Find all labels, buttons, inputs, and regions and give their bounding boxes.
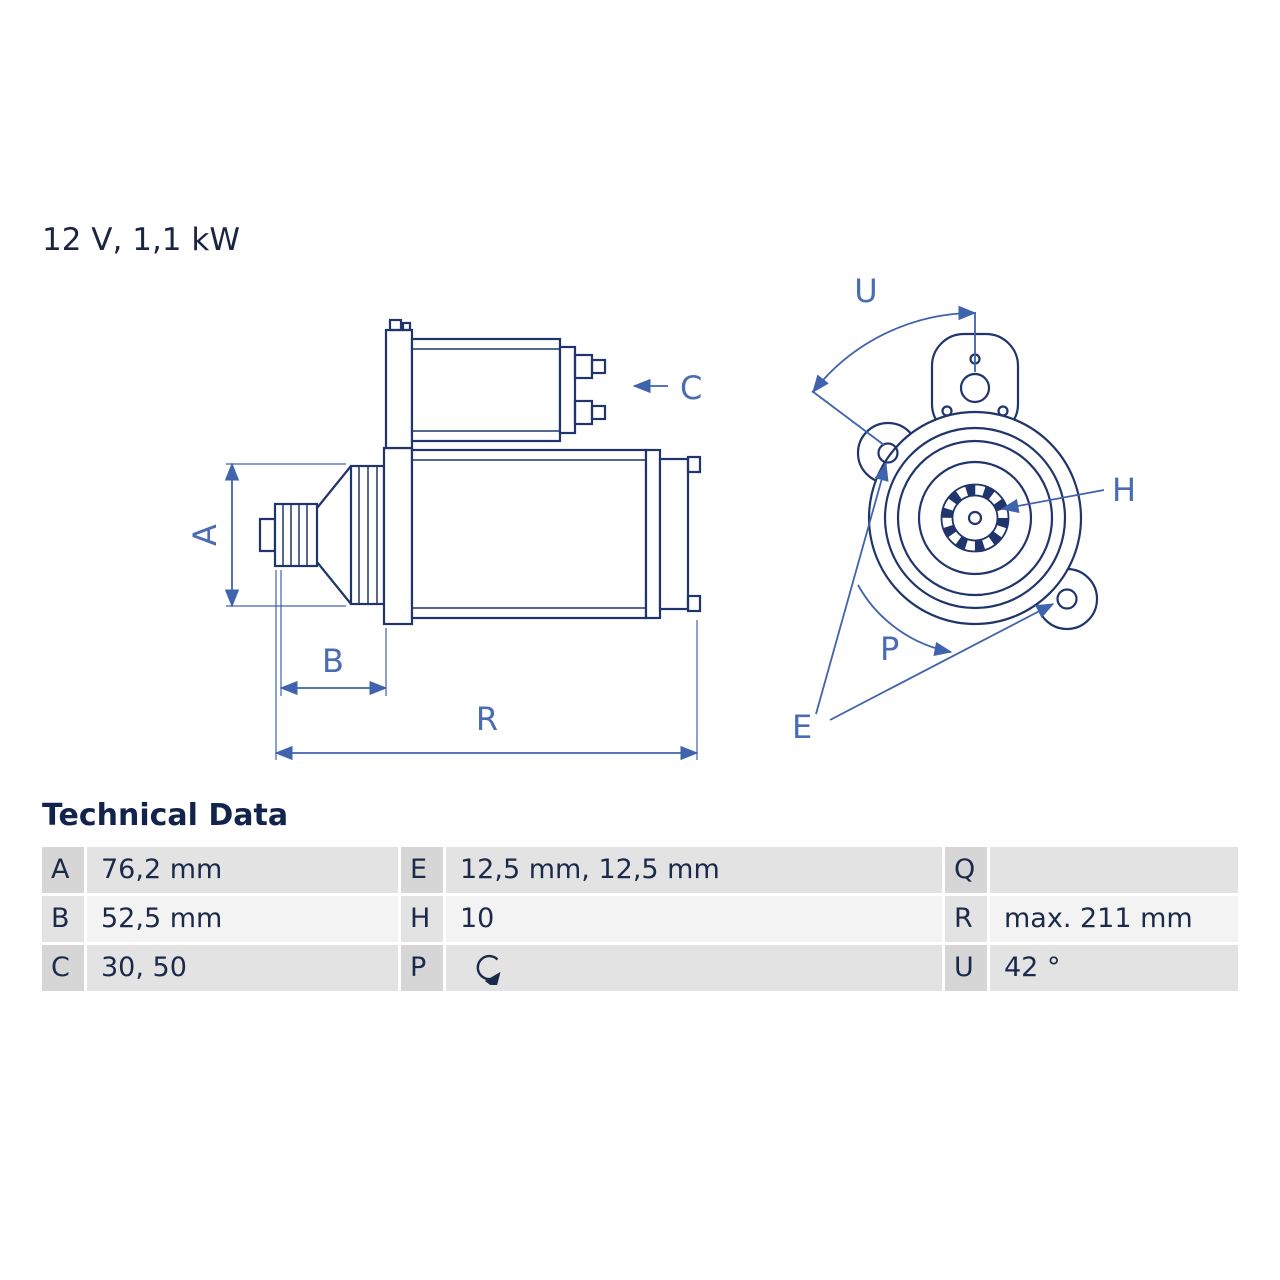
dimension-label-u: U [854, 272, 877, 310]
technical-data-section: Technical Data A 76,2 mm E 12,5 mm, 12,5… [42, 798, 1238, 991]
technical-data-title: Technical Data [42, 798, 289, 833]
starter-front-view [856, 332, 1099, 631]
param-u-value: 42 ° [990, 945, 1238, 991]
dimension-label-p: P [880, 630, 899, 668]
dimension-label-a: A [186, 524, 224, 546]
param-a-value: 76,2 mm [87, 847, 398, 893]
dimension-label-c: C [680, 369, 702, 407]
rotation-direction-icon [476, 954, 501, 985]
starter-side-view [258, 318, 702, 626]
side-view-dimensions: A B R C [186, 369, 702, 761]
param-r-value: max. 211 mm [990, 896, 1238, 942]
param-c-key: C [42, 945, 84, 991]
front-view-dimensions: U H P E [792, 272, 1136, 746]
param-b-key: B [42, 896, 84, 942]
spec-label: 12 V, 1,1 kW [42, 222, 240, 258]
dimension-label-b: B [322, 642, 344, 680]
param-h-value: 10 [446, 896, 942, 942]
param-e-key: E [401, 847, 443, 893]
param-a-key: A [42, 847, 84, 893]
param-h-key: H [401, 896, 443, 942]
param-b-value: 52,5 mm [87, 896, 398, 942]
param-e-value: 12,5 mm, 12,5 mm [446, 847, 942, 893]
param-r-key: R [945, 896, 987, 942]
param-p-value [446, 945, 942, 991]
dimension-label-e: E [792, 708, 812, 746]
dimension-label-h: H [1112, 471, 1136, 509]
param-q-key: Q [945, 847, 987, 893]
param-q-value [990, 847, 1238, 893]
param-p-key: P [401, 945, 443, 991]
dimension-label-r: R [476, 700, 498, 738]
param-c-value: 30, 50 [87, 945, 398, 991]
param-u-key: U [945, 945, 987, 991]
technical-drawing: A B R C [186, 272, 1136, 761]
technical-data-table: A 76,2 mm E 12,5 mm, 12,5 mm Q B 52,5 mm… [42, 847, 1238, 991]
